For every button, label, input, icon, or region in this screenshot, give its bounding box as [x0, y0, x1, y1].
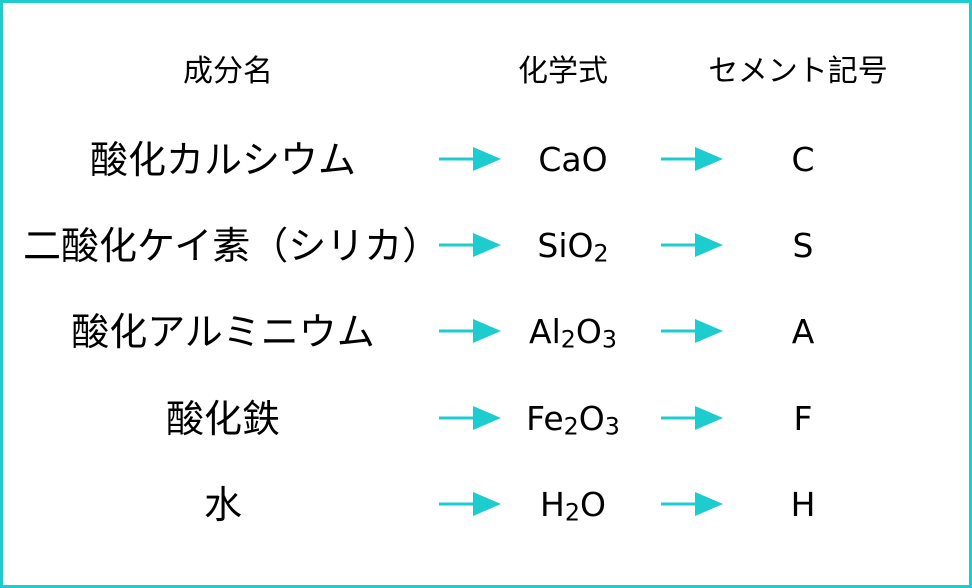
cement-symbol: H: [790, 485, 816, 524]
right-arrow-icon: [661, 147, 723, 171]
row-fe2o3: 酸化鉄 Fe2O3 F: [3, 384, 972, 454]
cement-symbol: S: [792, 226, 814, 265]
right-arrow-icon: [439, 319, 501, 343]
chemical-formula: CaO: [538, 140, 608, 179]
component-name: 酸化アルミニウム: [71, 310, 375, 354]
chemical-formula: Fe2O3: [526, 399, 620, 441]
component-name: 二酸化ケイ素（シリカ）: [23, 224, 441, 268]
row-al2o3: 酸化アルミニウム Al2O3 A: [3, 297, 972, 367]
row-sio2: 二酸化ケイ素（シリカ） SiO2 S: [3, 211, 972, 281]
chemical-formula: H2O: [540, 485, 606, 527]
cement-symbol: F: [793, 399, 813, 438]
cement-symbol: C: [791, 140, 815, 179]
header-chemical-formula: 化学式: [518, 54, 608, 89]
right-arrow-icon: [661, 233, 723, 257]
header-component-name: 成分名: [183, 54, 273, 89]
header-cement-symbol: セメント記号: [708, 54, 888, 89]
row-cao: 酸化カルシウム CaO C: [3, 125, 972, 195]
cement-symbol: A: [791, 312, 815, 351]
component-name: 水: [203, 483, 242, 527]
right-arrow-icon: [661, 319, 723, 343]
right-arrow-icon: [661, 406, 723, 430]
right-arrow-icon: [439, 406, 501, 430]
chemical-formula: Al2O3: [529, 312, 617, 354]
right-arrow-icon: [439, 147, 501, 171]
component-name: 酸化カルシウム: [89, 138, 356, 182]
component-name: 酸化鉄: [165, 397, 280, 441]
row-h2o: 水 H2O H: [3, 470, 972, 540]
right-arrow-icon: [661, 492, 723, 516]
right-arrow-icon: [439, 492, 501, 516]
chemical-formula: SiO2: [537, 226, 609, 268]
right-arrow-icon: [439, 233, 501, 257]
